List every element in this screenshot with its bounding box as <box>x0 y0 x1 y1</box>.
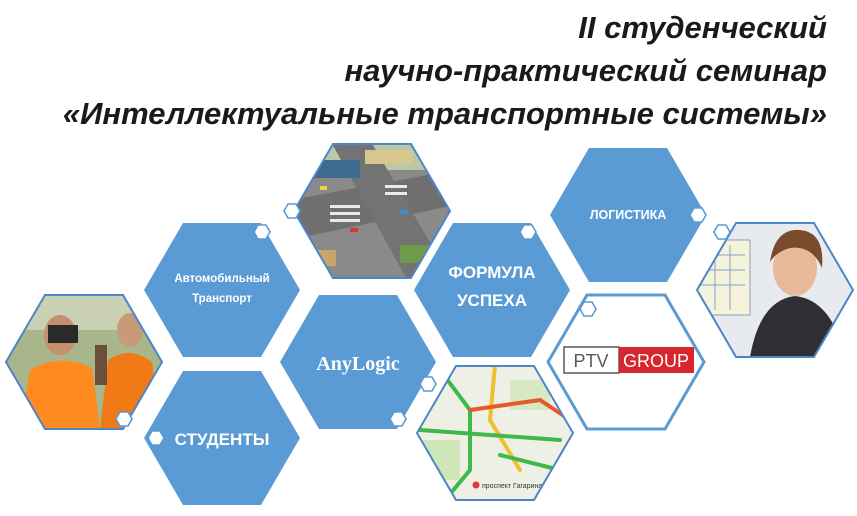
traffic-map-hexagon: проспект Гагарина <box>415 365 575 501</box>
ptv-group-logo: PTV GROUP <box>563 346 694 374</box>
title-line-3: «Интеллектуальные транспортные системы» <box>62 96 827 131</box>
marker-hex-icon <box>689 207 707 223</box>
automobile-label-line1: Автомобильный <box>174 273 269 285</box>
ptv-group-hexagon[interactable]: PTV GROUP <box>546 293 706 431</box>
marker-hex-icon <box>419 376 437 392</box>
girl-photo-hexagon <box>695 222 855 358</box>
marker-hex-icon <box>147 430 165 446</box>
automobile-label-line2: Транспорт <box>192 293 252 305</box>
formula-label-line1: ФОРМУЛА <box>448 263 535 282</box>
marker-hex-icon <box>579 301 597 317</box>
ptv-logo-left: PTV <box>573 351 608 371</box>
logistics-label: ЛОГИСТИКА <box>590 208 667 222</box>
automobile-transport-hexagon[interactable]: Автомобильный Транспорт <box>144 223 300 357</box>
seminar-title: II студенческий научно-практический семи… <box>63 6 827 135</box>
map-street-label: проспект Гагарина <box>482 483 542 490</box>
formula-success-hexagon[interactable]: ФОРМУЛА УСПЕХА <box>414 223 570 357</box>
marker-hex-icon <box>253 224 271 240</box>
title-line-1: II студенческий <box>578 10 827 45</box>
marker-hex-icon <box>389 411 407 427</box>
marker-hex-icon <box>713 224 731 240</box>
marker-hex-icon <box>283 203 301 219</box>
logistics-hexagon[interactable]: ЛОГИСТИКА <box>550 148 706 282</box>
anylogic-hexagon[interactable]: AnyLogic <box>280 295 436 429</box>
marker-hex-icon <box>115 411 133 427</box>
ptv-logo-right: GROUP <box>623 351 689 371</box>
formula-label-line2: УСПЕХА <box>457 291 527 310</box>
students-hexagon[interactable]: СТУДЕНТЫ <box>144 371 300 505</box>
marker-hex-icon <box>519 224 537 240</box>
title-line-2: научно-практический семинар <box>344 53 827 88</box>
students-label: СТУДЕНТЫ <box>175 430 270 449</box>
anylogic-label: AnyLogic <box>316 353 399 375</box>
hexagon-markers <box>115 203 731 446</box>
students-photo-hexagon <box>4 294 164 430</box>
